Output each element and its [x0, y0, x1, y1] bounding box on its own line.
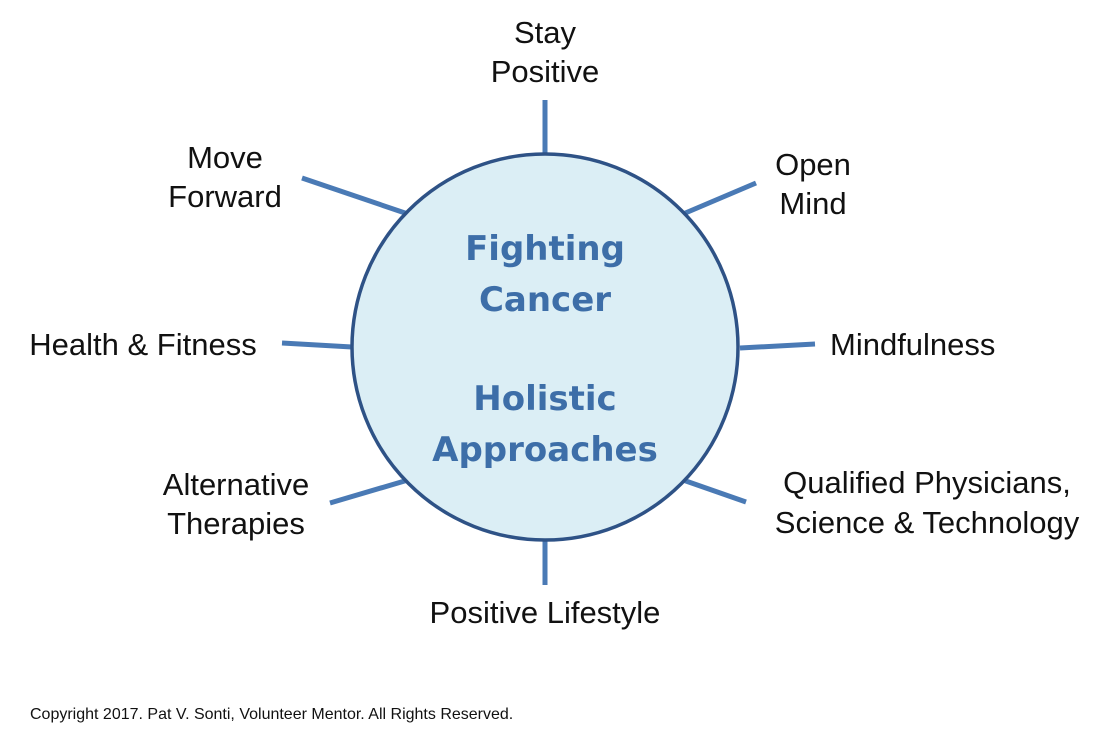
label-open-mind-line-1: Open — [775, 147, 851, 182]
spoke-qualified-physicians — [682, 477, 747, 505]
label-move-forward-line-2: Forward — [168, 179, 282, 214]
center-title-line-2: Cancer — [479, 280, 611, 320]
spoke-health-fitness — [281, 340, 353, 350]
label-health-fitness: Health & Fitness — [29, 327, 256, 362]
spoke-mindfulness — [739, 341, 816, 351]
copyright-notice: Copyright 2017. Pat V. Sonti, Volunteer … — [30, 706, 514, 723]
label-move-forward-line-1: Move — [187, 140, 263, 175]
label-alternative-therapies-line-1: Alternative — [163, 467, 309, 502]
label-qualified-physicians-line-2: Science & Technology — [775, 505, 1080, 540]
label-mindfulness: Mindfulness — [830, 327, 995, 362]
label-qualified-physicians-line-1: Qualified Physicians, — [783, 465, 1071, 500]
spoke-move-forward — [301, 175, 409, 217]
spoke-alternative-therapies — [329, 477, 409, 506]
center-subtitle-line-2: Approaches — [432, 430, 658, 470]
hub-circle — [350, 152, 740, 542]
spoke-open-mind — [682, 180, 757, 217]
label-positive-lifestyle: Positive Lifestyle — [430, 595, 661, 630]
label-alternative-therapies-line-2: Therapies — [167, 506, 305, 541]
label-stay-positive-line-1: Stay — [514, 15, 577, 50]
center-title-line-1: Fighting — [465, 229, 625, 269]
label-open-mind-line-2: Mind — [779, 186, 846, 221]
center-subtitle-line-1: Holistic — [473, 379, 616, 419]
label-stay-positive-line-2: Positive — [491, 54, 600, 89]
